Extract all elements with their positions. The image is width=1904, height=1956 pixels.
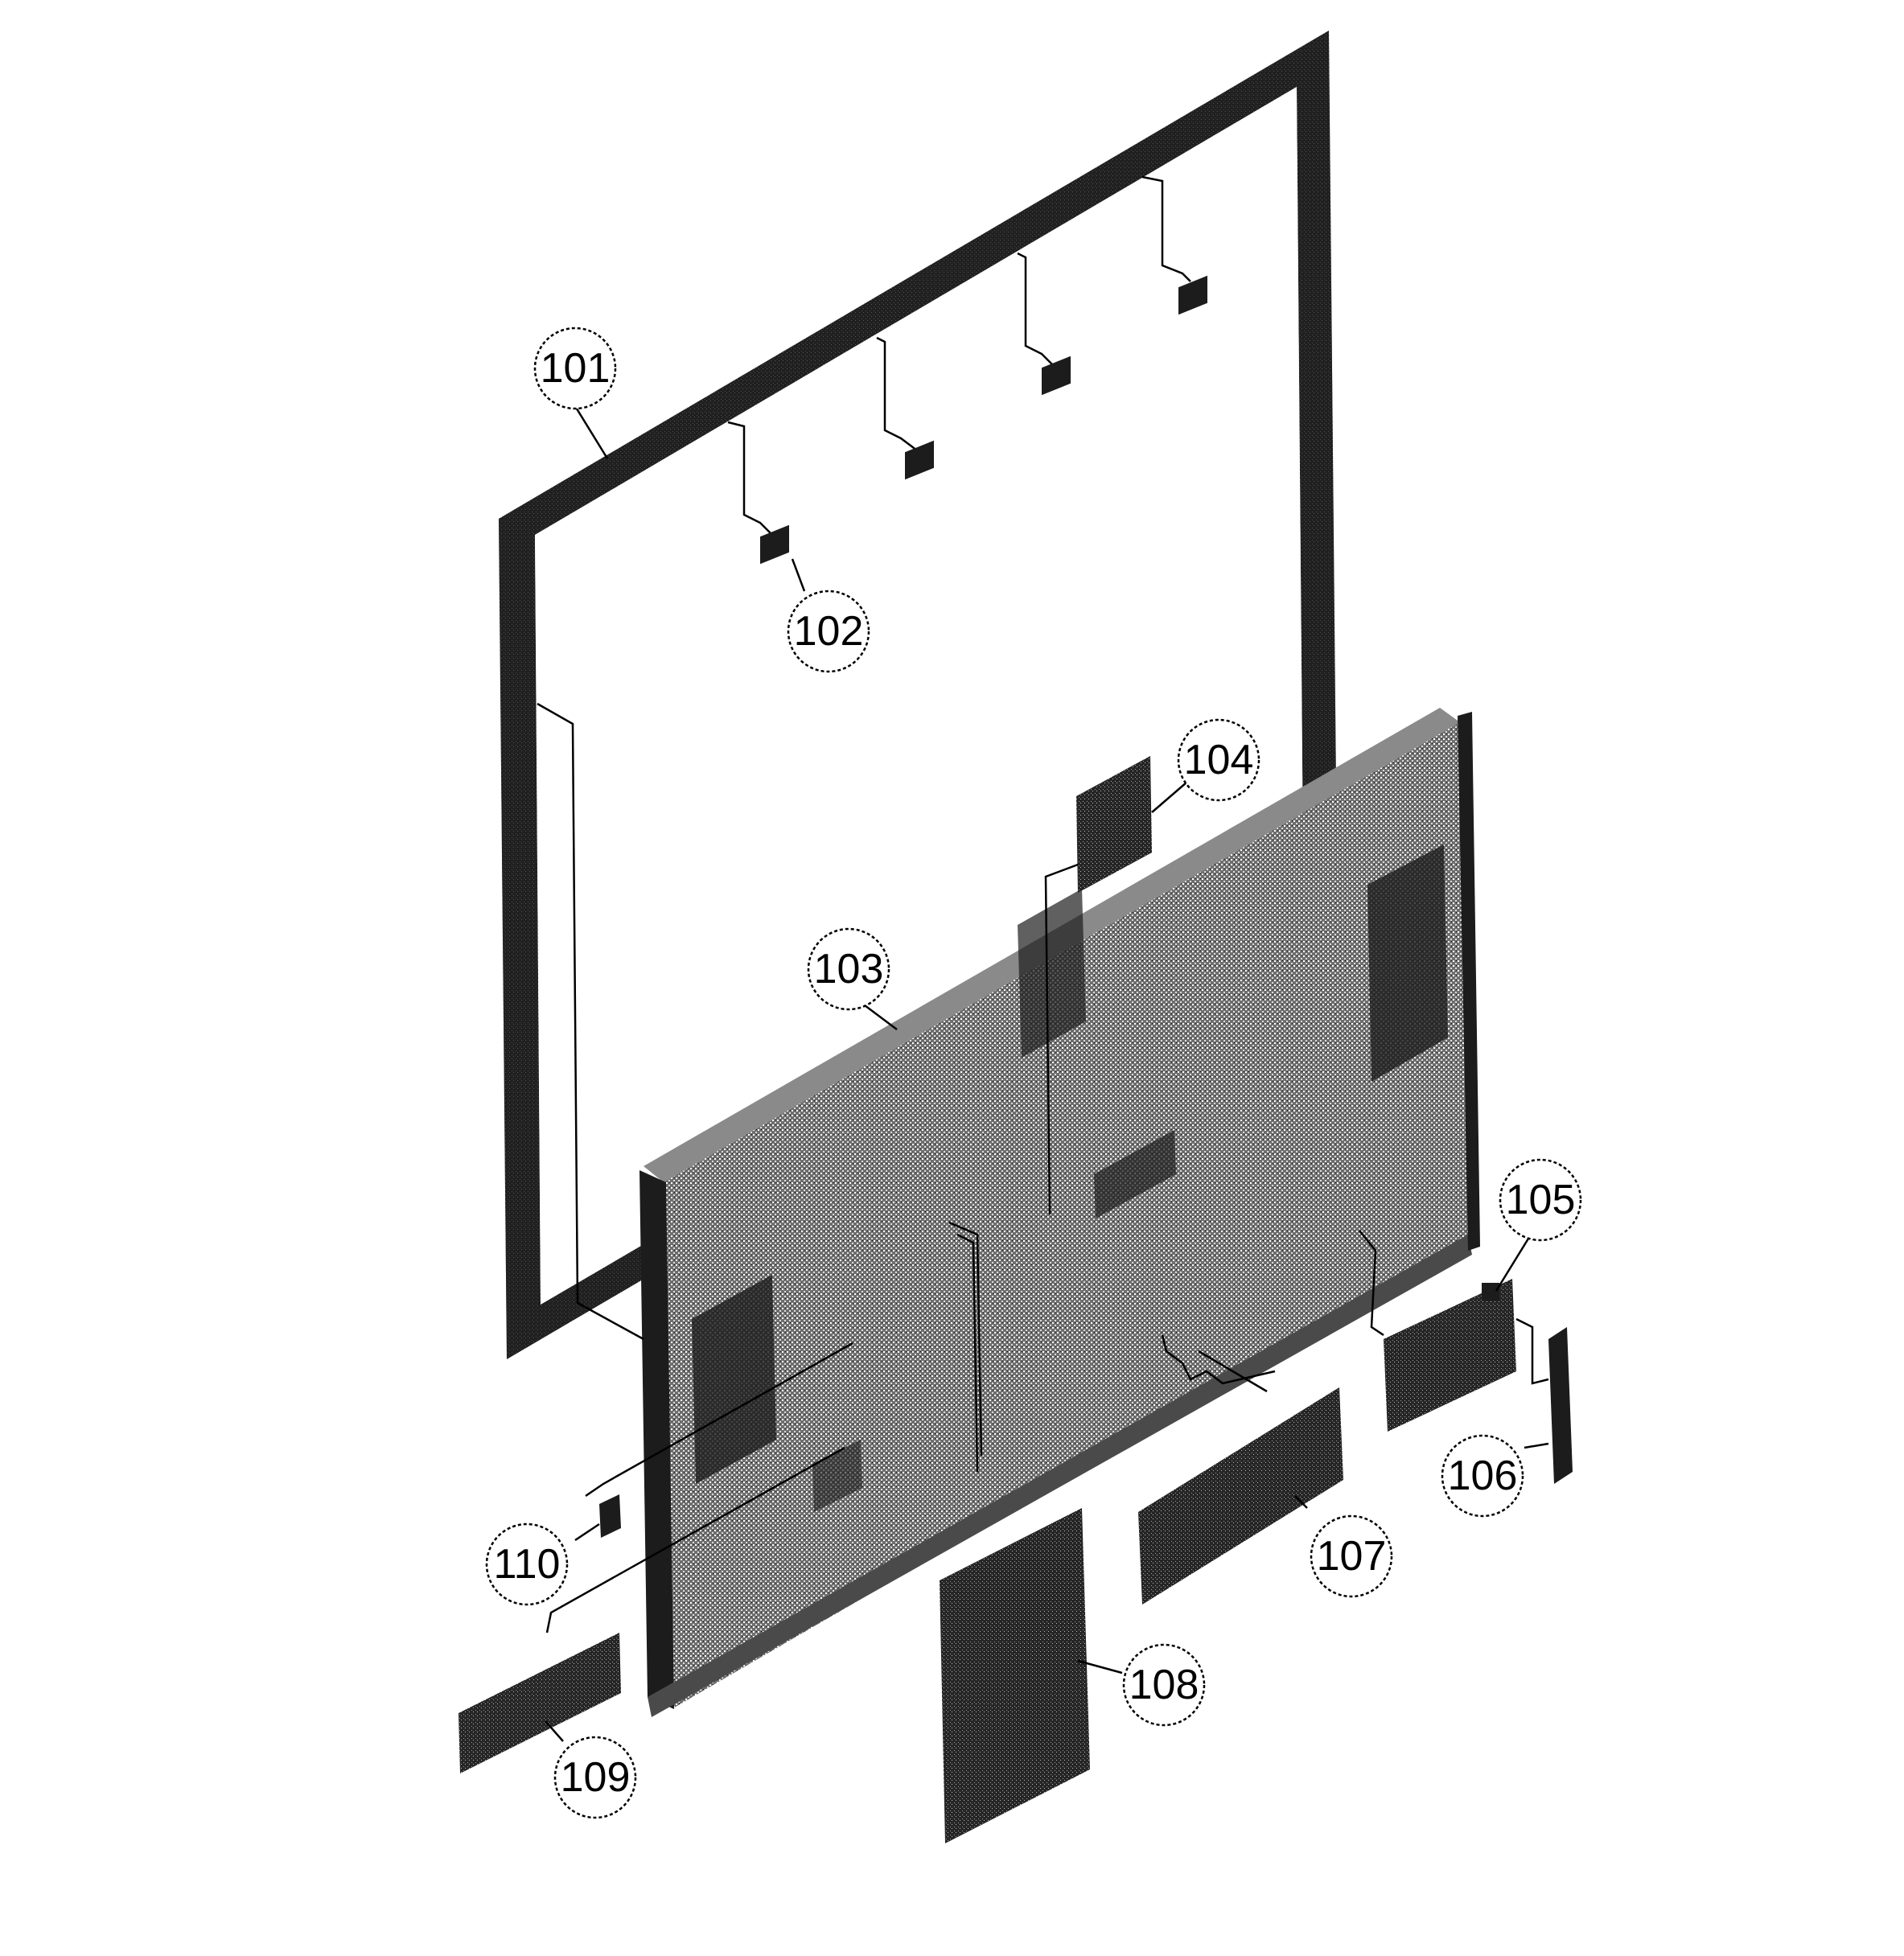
callout-109: 109 xyxy=(553,1736,637,1819)
svg-text:109: 109 xyxy=(561,1754,631,1801)
svg-text:105: 105 xyxy=(1506,1177,1576,1223)
svg-text:102: 102 xyxy=(794,608,864,655)
svg-text:104: 104 xyxy=(1184,737,1254,783)
callout-105: 105 xyxy=(1499,1158,1582,1242)
small-board-105 xyxy=(1359,1230,1549,1432)
small-board-104 xyxy=(1044,756,1199,1215)
svg-text:101: 101 xyxy=(541,345,611,392)
mounting-clips xyxy=(727,175,1207,565)
main-panel-chassis xyxy=(639,708,1480,1717)
svg-text:110: 110 xyxy=(494,1541,561,1588)
callout-101: 101 xyxy=(533,327,617,459)
bracket-board-107 xyxy=(1138,1334,1343,1605)
svg-text:103: 103 xyxy=(814,946,884,992)
frame-leader-line xyxy=(537,702,644,1341)
front-bezel-frame xyxy=(499,31,1337,1359)
callout-103: 103 xyxy=(807,927,898,1030)
callout-106: 106 xyxy=(1441,1434,1524,1518)
internal-leader-2 xyxy=(1198,1350,1268,1393)
callout-110: 110 xyxy=(485,1522,569,1606)
svg-text:107: 107 xyxy=(1317,1533,1387,1580)
svg-text:108: 108 xyxy=(1129,1662,1199,1708)
svg-text:106: 106 xyxy=(1448,1453,1518,1499)
callout-104: 104 xyxy=(1177,718,1260,802)
internal-leader-1 xyxy=(948,1221,983,1457)
callout-102: 102 xyxy=(787,558,870,673)
tall-board-108 xyxy=(940,1233,1123,1843)
callout-107: 107 xyxy=(1310,1514,1393,1598)
side-strip-106 xyxy=(1524,1327,1573,1484)
board-109 xyxy=(459,1446,845,1773)
chip-110 xyxy=(574,1342,853,1542)
callout-108: 108 xyxy=(1122,1643,1206,1727)
